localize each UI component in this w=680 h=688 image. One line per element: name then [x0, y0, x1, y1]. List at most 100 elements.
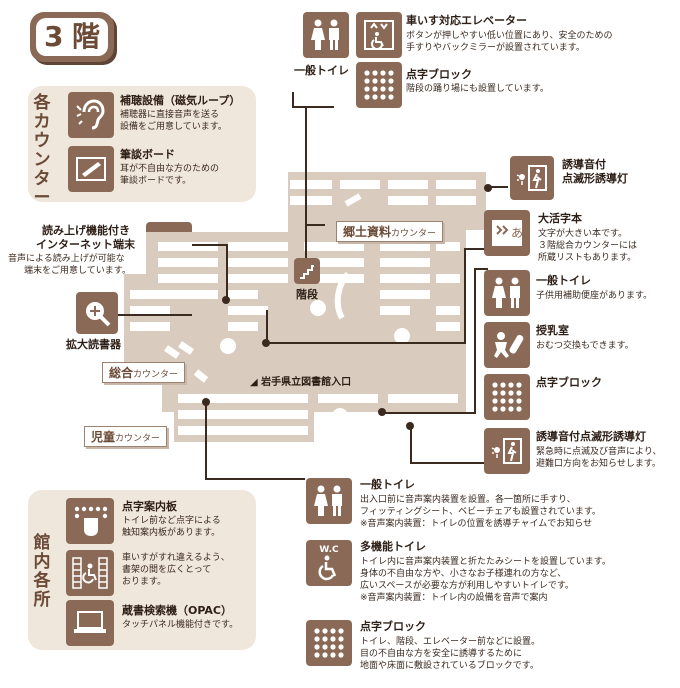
large-print-desc-3: 所蔵リストもあります。 — [538, 253, 637, 263]
hearing-loop-desc-1: 補聴器に直接音声を送る — [120, 110, 220, 120]
connector-line — [410, 426, 412, 464]
connector-line — [292, 92, 294, 108]
bottom-toilet-icon — [306, 478, 352, 524]
facility-panel-label: 館内各所 — [33, 533, 51, 610]
bottom-braille-icon — [306, 620, 352, 666]
bottom-toilet-title: 一般トイレ — [360, 478, 415, 491]
bottom-braille-desc-2: 目の不自由な方を安全に誘導するために — [360, 649, 523, 659]
pen-board-desc-2: 筆談ボードです。 — [120, 176, 192, 186]
multipurpose-toilet-desc-3: 広いスペースが必要な方が利用しやすいトイレです。 — [360, 581, 574, 591]
reader-terminal-desc-2: 端末をご用意しています。 — [24, 266, 131, 276]
elevator-icon — [356, 12, 402, 58]
large-print-desc-2: ３階総合カウンターには — [538, 241, 638, 251]
connector-line — [118, 314, 192, 316]
connector-line — [266, 310, 268, 344]
general-counter-small: カウンター — [133, 370, 179, 380]
large-print-desc-1: 文字が大きい本です。 — [538, 229, 628, 239]
nursing-room-desc: おむつ交換もできます。 — [536, 341, 634, 351]
entrance-label: ◢ 岩手県立図書館入口 — [250, 376, 351, 389]
wide-aisle-desc-2: 書架の間を広くとって — [122, 565, 212, 575]
bottom-toilet-desc-2: フィッティングシート、ベビーチェアも設置されています。 — [360, 507, 601, 517]
right-braille-title: 点字ブロック — [536, 376, 602, 389]
stairs-label: 階段 — [296, 288, 318, 301]
svg-text:あ: あ — [511, 226, 523, 240]
wide-aisle-icon — [66, 550, 114, 596]
stairs-icon — [294, 258, 320, 284]
floor-kanji: 階 — [72, 20, 101, 53]
connector-dot — [484, 184, 492, 192]
search-terminal-title: 蔵書検索機（OPAC） — [122, 604, 232, 617]
guide-light-bottom-icon — [484, 428, 530, 474]
reader-terminal-title-2: インターネット端末 — [36, 238, 135, 251]
top-toilet-icon — [303, 12, 349, 58]
right-toilet-title: 一般トイレ — [536, 274, 591, 287]
hearing-loop-icon — [68, 92, 114, 138]
braille-guide-board-icon — [66, 498, 114, 544]
kids-counter-small: カウンター — [115, 434, 161, 444]
connector-line — [474, 268, 476, 414]
counter-panel-label: 各カウンター — [33, 93, 51, 208]
connector-line — [474, 268, 488, 270]
pen-board-desc-1: 耳が不自由な方のための — [120, 164, 220, 174]
general-counter-label: 総合カウンター — [102, 362, 186, 383]
connector-line — [410, 462, 486, 464]
connector-line — [292, 106, 334, 108]
connector-line — [382, 412, 476, 414]
bottom-braille-desc-1: トイレ、階段、エレベーター前などに設置。 — [360, 637, 541, 647]
guide-light-top-title-2: 点滅形誘導灯 — [562, 172, 628, 185]
connector-line — [205, 402, 207, 480]
multipurpose-toilet-desc-1: トイレ内に音声案内装置と折たたみシートを設置しています。 — [360, 557, 611, 567]
large-print-icon: あ — [484, 210, 530, 256]
multipurpose-toilet-icon: W.C — [306, 540, 352, 586]
right-toilet-desc: 子供用補助便座があります。 — [536, 291, 653, 301]
magnifier-icon — [76, 292, 118, 334]
hearing-loop-desc-2: 設備をご用意しています。 — [120, 122, 227, 132]
entrance-arrow-icon: ◢ — [250, 377, 262, 388]
connector-line — [305, 224, 325, 226]
magnifier-label: 拡大読書器 — [66, 338, 121, 351]
multipurpose-toilet-desc-4: ※音声案内装置：トイレ内の設備を音声で案内 — [360, 593, 548, 603]
guide-light-bottom-desc-2: 避難口方向をお知らせします。 — [536, 459, 661, 469]
connector-line — [192, 244, 228, 246]
search-terminal-icon — [66, 600, 114, 646]
kids-counter-main: 児童 — [91, 430, 116, 444]
nursing-room-title: 授乳室 — [536, 324, 569, 337]
bottom-braille-title: 点字ブロック — [360, 620, 426, 633]
elevator-desc-2: 手すりやバックミラーが設置されています。 — [406, 43, 585, 53]
floor-badge: 3 階 — [30, 12, 114, 62]
braille-guide-board-desc-2: 触知案内板があります。 — [122, 528, 221, 538]
reader-terminal-title-1: 読み上げ機能付き — [42, 224, 130, 237]
wide-aisle-desc-3: おります。 — [122, 577, 167, 587]
connector-line — [464, 248, 466, 344]
braille-guide-board-title: 点字案内板 — [122, 500, 177, 513]
local-counter-main: 郷土資料 — [343, 225, 392, 239]
top-braille-title: 点字ブロック — [406, 68, 472, 81]
counter-panel: 各カウンター — [28, 86, 256, 208]
connector-dot — [222, 296, 230, 304]
braille-block-icon — [356, 62, 402, 108]
right-braille-icon — [484, 374, 530, 420]
right-toilet-icon — [484, 270, 530, 316]
local-counter-label: 郷土資料カウンター — [336, 221, 444, 242]
pen-board-title: 筆談ボード — [120, 148, 175, 161]
connector-line — [305, 106, 307, 258]
large-print-title: 大活字本 — [538, 212, 582, 225]
elevator-title: 車いす対応エレベーター — [406, 14, 527, 27]
connector-line — [226, 244, 228, 300]
hearing-loop-title: 補聴設備（磁気ループ） — [120, 94, 241, 107]
wide-aisle-desc-1: 車いすがすれ違えるよう、 — [122, 553, 230, 563]
floor-map — [124, 172, 486, 442]
bottom-braille-desc-3: 地面や床面に敷設されているブロックです。 — [360, 661, 539, 671]
bottom-toilet-desc-3: ※音声案内装置：トイレの位置を誘導チャイムでお知らせ — [360, 519, 593, 529]
nursing-room-icon — [484, 322, 530, 368]
elevator-desc-1: ボタンが押しやすい低い位置にあり、安全のための — [406, 31, 613, 41]
guide-light-bottom-desc-1: 緊急時に点滅及び音声により、 — [536, 447, 662, 457]
pen-board-icon — [68, 146, 114, 192]
wc-badge: W.C — [319, 545, 339, 555]
local-counter-small: カウンター — [391, 229, 437, 239]
connector-line — [464, 248, 484, 250]
guide-light-top-title-1: 誘導音付 — [562, 158, 606, 171]
entrance-text: 岩手県立図書館入口 — [261, 377, 352, 388]
bottom-toilet-desc-1: 出入口前に音声案内装置を設置。各一箇所に手すり、 — [360, 495, 576, 505]
search-terminal-desc: タッチパネル機能付きです。 — [122, 620, 239, 630]
